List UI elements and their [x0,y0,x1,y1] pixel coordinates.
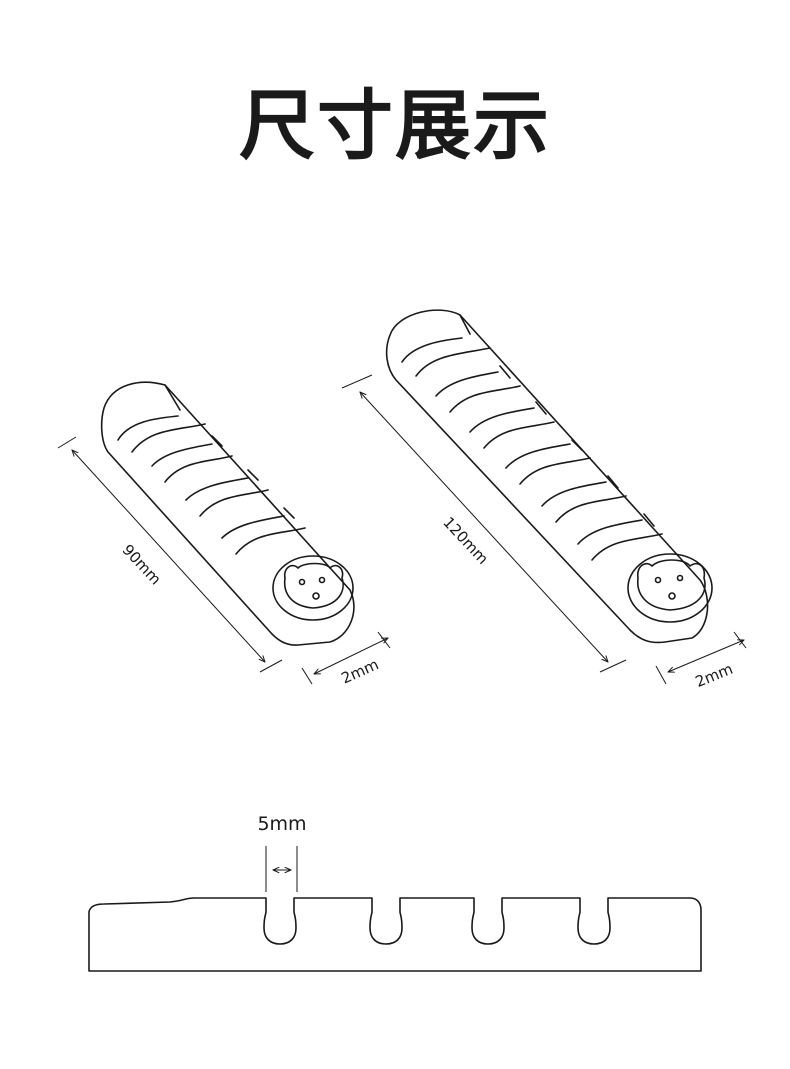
long-thickness-label: 2mm [693,660,736,691]
side-profile-outline [88,897,702,972]
page-title: 尺寸展示 [239,81,551,170]
short-organizer-slots [117,384,306,555]
side-profile-view: 5mm [88,813,702,972]
long-organizer: 120mm 2mm [341,309,747,691]
long-organizer-outline [385,309,709,644]
short-length-dimension-line [72,450,265,662]
short-organizer-outline [100,381,355,646]
short-thickness-label: 2mm [339,655,382,687]
long-thickness-dimension-line [668,640,744,672]
long-length-dimension-line [360,392,608,662]
bear-logo-icon [272,555,354,621]
short-length-label: 90mm [119,541,165,589]
bear-logo-icon [627,553,713,623]
long-length-label: 120mm [439,513,492,568]
slot-width-label: 5mm [257,813,306,835]
short-organizer: 90mm 2mm [57,381,391,688]
